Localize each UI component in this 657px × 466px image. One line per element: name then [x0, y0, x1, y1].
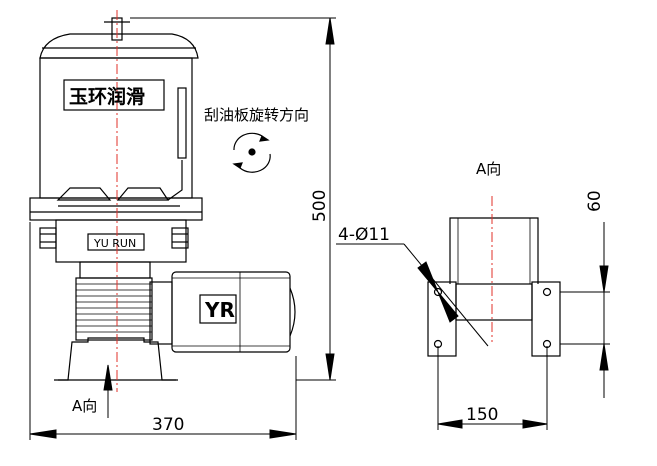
- view-a-left-foot: [427, 281, 457, 357]
- mount-hole: [433, 287, 443, 297]
- nameplate-box: [87, 233, 145, 251]
- view-a-drawing: [427, 217, 561, 357]
- view-a-right-foot: [531, 281, 561, 357]
- view-a-arrow-label: A向: [72, 397, 97, 415]
- motor: [149, 271, 296, 353]
- view-a-body: [449, 217, 539, 284]
- width-dimension: [29, 222, 297, 440]
- rotation-direction-symbol: [232, 132, 271, 173]
- view-a-title: A向: [476, 160, 501, 178]
- right-outlet: [171, 227, 189, 249]
- brand-label: 玉环润滑: [69, 85, 145, 108]
- reservoir-body: [39, 57, 193, 199]
- view-a-arrow: [103, 364, 113, 418]
- dimension-60-label: 60: [585, 190, 605, 212]
- mount-bracket: [58, 337, 176, 381]
- motor-body: [171, 271, 291, 353]
- height-dimension: [130, 17, 336, 381]
- hole-spec-label: 4-Ø11: [338, 225, 390, 245]
- level-gauge: [177, 87, 187, 159]
- gearbox: [75, 277, 153, 341]
- nameplate-label: YU RUN: [93, 237, 136, 250]
- rotation-direction-label: 刮油板旋转方向: [204, 106, 309, 124]
- pump-flange: [29, 197, 203, 221]
- brand-box: [63, 79, 165, 111]
- mount-hole: [542, 287, 552, 297]
- reservoir-cap: [39, 33, 199, 59]
- height-dimension-label: 500: [310, 190, 330, 222]
- base-width-dimension-label: 150: [466, 405, 498, 425]
- pump-front-view: [29, 17, 203, 381]
- left-outlet: [39, 227, 57, 249]
- width-dimension-label: 370: [152, 415, 184, 435]
- motor-badge-label: YR: [204, 298, 235, 322]
- hole-leader: [336, 243, 489, 347]
- dimension-150: [437, 346, 548, 430]
- motor-badge-box: [199, 294, 237, 324]
- dimension-60: [560, 222, 610, 398]
